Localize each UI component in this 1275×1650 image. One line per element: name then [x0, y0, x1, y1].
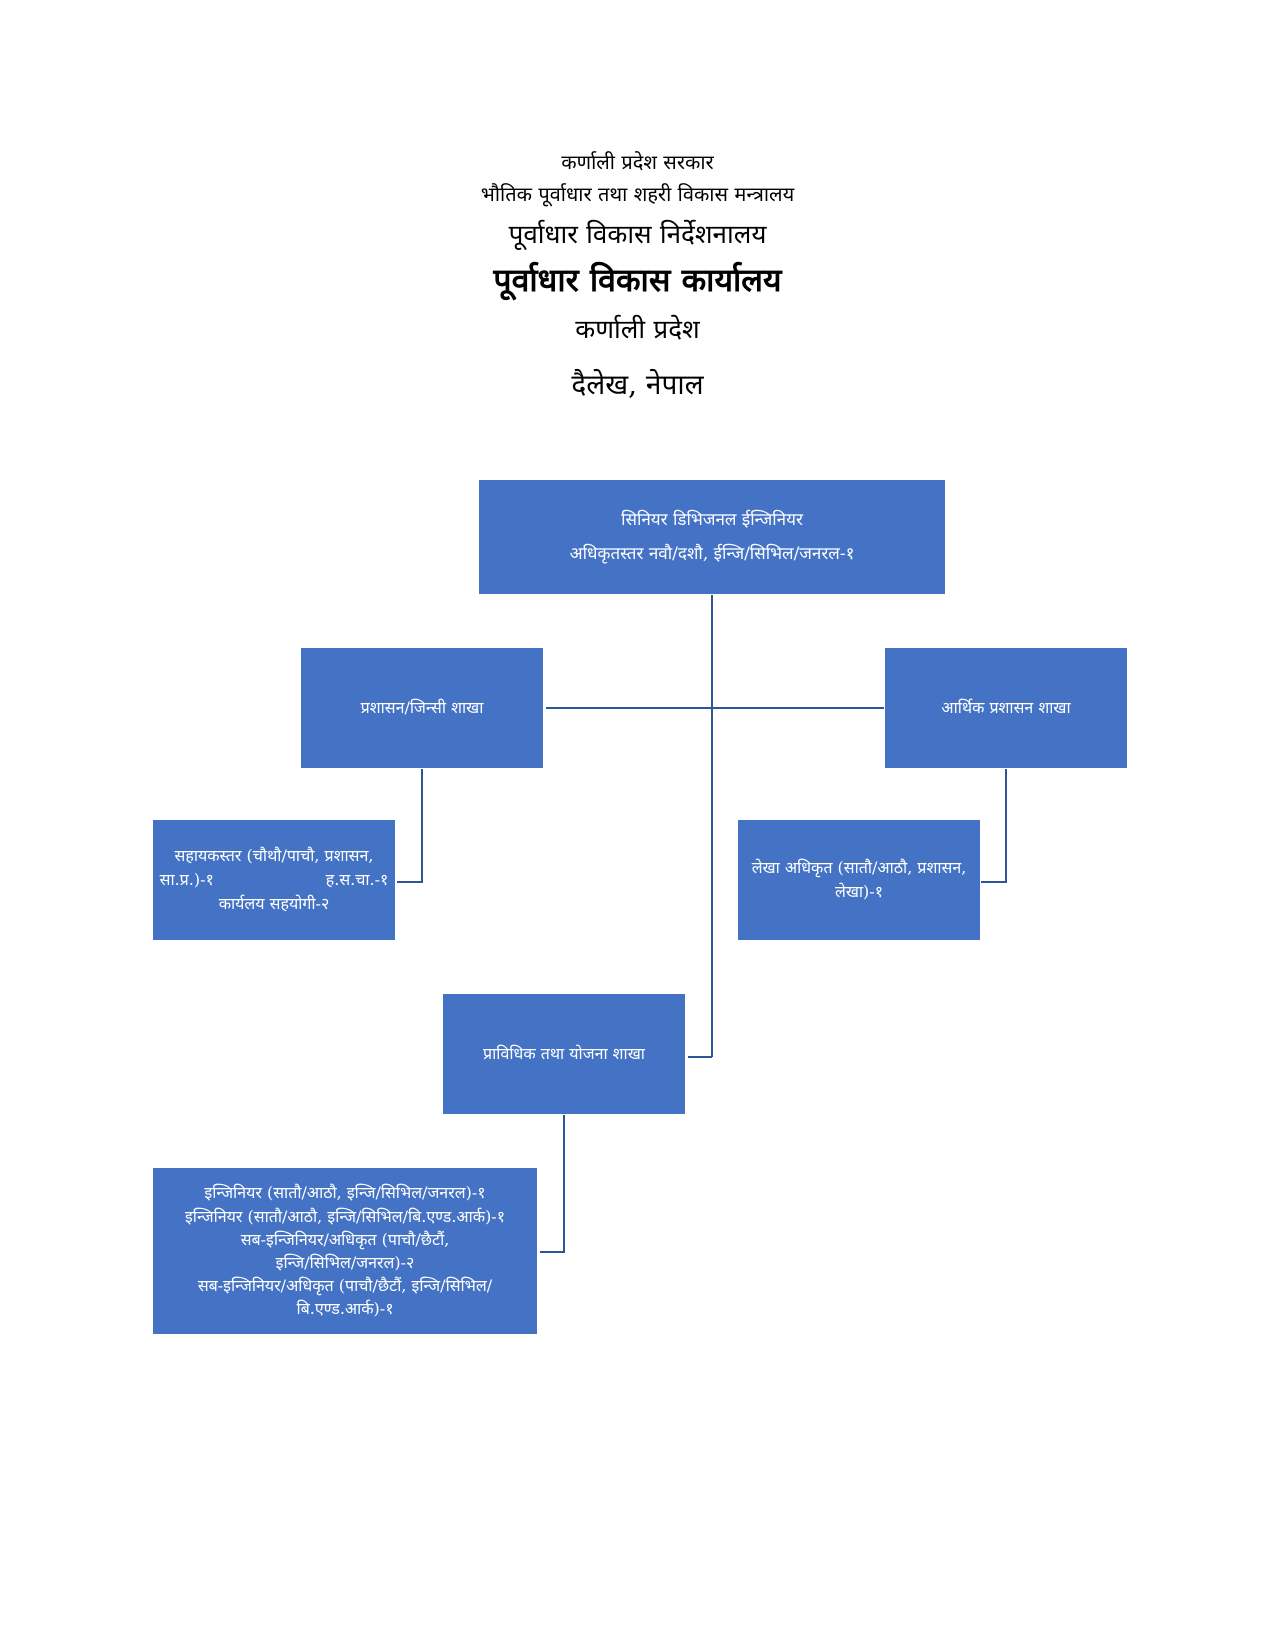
tech-staff-line: सब-इन्जिनियर/अधिकृत (पाचौ/छैटौं, इन्जि/स… [197, 1276, 493, 1296]
chief-grade: अधिकृतस्तर नवौ/दशौ, ईन्जि/सिभिल/जनरल-१ [569, 544, 855, 564]
chief-title: सिनियर डिभिजनल ईन्जिनियर [621, 510, 803, 530]
finance-staff-line: लेखा)-१ [834, 882, 884, 901]
finance-staff-box: लेखा अधिकृत (सातौ/आठौ, प्रशासन, लेखा)-१ [738, 820, 980, 940]
tech-staff-box: इन्जिनियर (सातौ/आठौ, इन्जि/सिभिल/जनरल)-१… [153, 1168, 537, 1334]
admin-staff-connector [397, 769, 423, 883]
directorate-name: पूर्वाधार विकास निर्देशनालय [508, 220, 767, 250]
chief-engineer-box: सिनियर डिभिजनल ईन्जिनियर अधिकृतस्तर नवौ/… [479, 480, 945, 594]
tech-branch-box: प्राविधिक तथा योजना शाखा [443, 994, 685, 1114]
government-name: कर्णाली प्रदेश सरकार [561, 150, 714, 174]
tech-staff-line: बि.एण्ड.आर्क)-१ [296, 1299, 394, 1319]
ministry-name: भौतिक पूर्वाधार तथा शहरी विकास मन्त्रालय [480, 182, 795, 206]
admin-branch-box: प्रशासन/जिन्सी शाखा [301, 648, 543, 768]
tech-branch-label: प्राविधिक तथा योजना शाखा [483, 1044, 645, 1063]
admin-staff-line: सा.प्र.)-१ ह.स.चा.-१ [159, 870, 389, 889]
admin-staff-line: सहायकस्तर (चौथौ/पाचौ, प्रशासन, [174, 846, 374, 865]
finance-branch-label: आर्थिक प्रशासन शाखा [941, 698, 1071, 717]
office-location: दैलेख, नेपाल [571, 368, 704, 401]
office-name: पूर्वाधार विकास कार्यालय [493, 261, 782, 299]
admin-staff-line: कार्यलय सहयोगी-२ [218, 894, 330, 913]
tech-staff-line: इन्जि/सिभिल/जनरल)-२ [275, 1253, 415, 1272]
admin-branch-label: प्रशासन/जिन्सी शाखा [360, 698, 484, 717]
admin-staff-box: सहायकस्तर (चौथौ/पाचौ, प्रशासन, सा.प्र.)-… [153, 820, 395, 940]
tech-staff-line: इन्जिनियर (सातौ/आठौ, इन्जि/सिभिल/बि.एण्ड… [184, 1206, 506, 1226]
tech-staff-connector [540, 1115, 565, 1253]
finance-staff-connector [981, 769, 1007, 883]
province-name: कर्णाली प्रदेश [575, 315, 700, 345]
finance-branch-box: आर्थिक प्रशासन शाखा [885, 648, 1127, 768]
finance-staff-line: लेखा अधिकृत (सातौ/आठौ, प्रशासन, [751, 858, 967, 877]
tech-staff-line: इन्जिनियर (सातौ/आठौ, इन्जि/सिभिल/जनरल)-१ [204, 1183, 486, 1203]
tech-staff-line: सब-इन्जिनियर/अधिकृत (पाचौ/छैटौं, [240, 1229, 450, 1249]
